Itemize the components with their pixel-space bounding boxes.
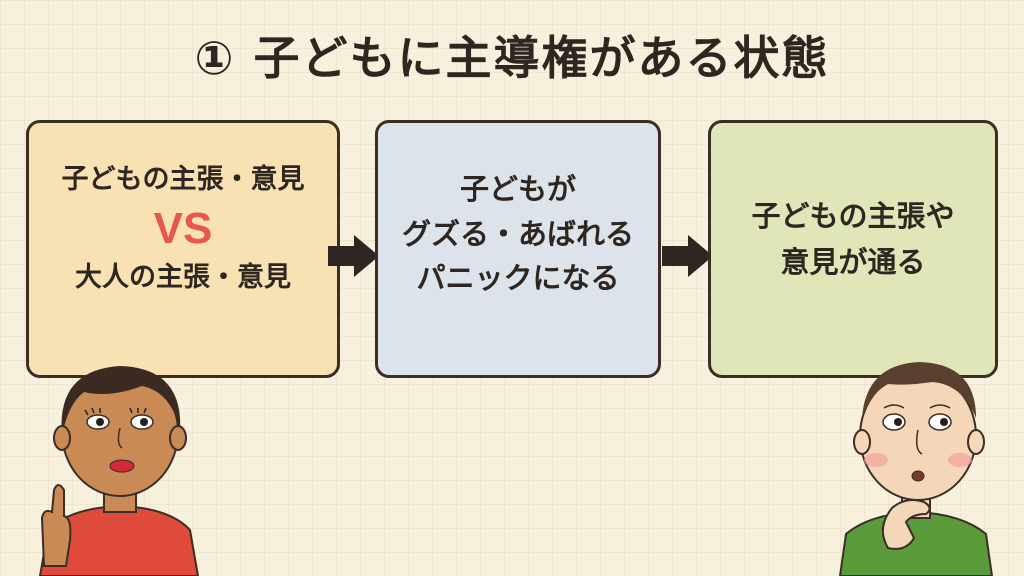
child-character-illustration	[838, 362, 994, 576]
vs-label: VS	[153, 204, 213, 254]
box-reaction-line-2: グズる・あばれる	[401, 216, 634, 251]
arrow-right-icon	[328, 235, 379, 277]
adult-character-illustration	[38, 366, 200, 576]
box-conflict-line-child: 子どもの主張・意見	[61, 163, 305, 195]
arrow-right-icon	[662, 235, 713, 277]
box-reaction-line-1: 子どもが	[459, 171, 576, 206]
box-result-line-1: 子どもの主張や	[751, 198, 955, 233]
box-reaction: 子どもが グズる・あばれる パニックになる	[375, 120, 661, 378]
box-result: 子どもの主張や 意見が通る	[708, 120, 998, 378]
box-reaction-line-3: パニックになる	[416, 261, 620, 296]
box-conflict: 子どもの主張・意見 VS 大人の主張・意見	[26, 120, 340, 378]
page-title: ① 子どもに主導権がある状態	[194, 31, 830, 85]
box-conflict-line-adult: 大人の主張・意見	[75, 261, 291, 293]
box-result-line-2: 意見が通る	[780, 245, 926, 279]
